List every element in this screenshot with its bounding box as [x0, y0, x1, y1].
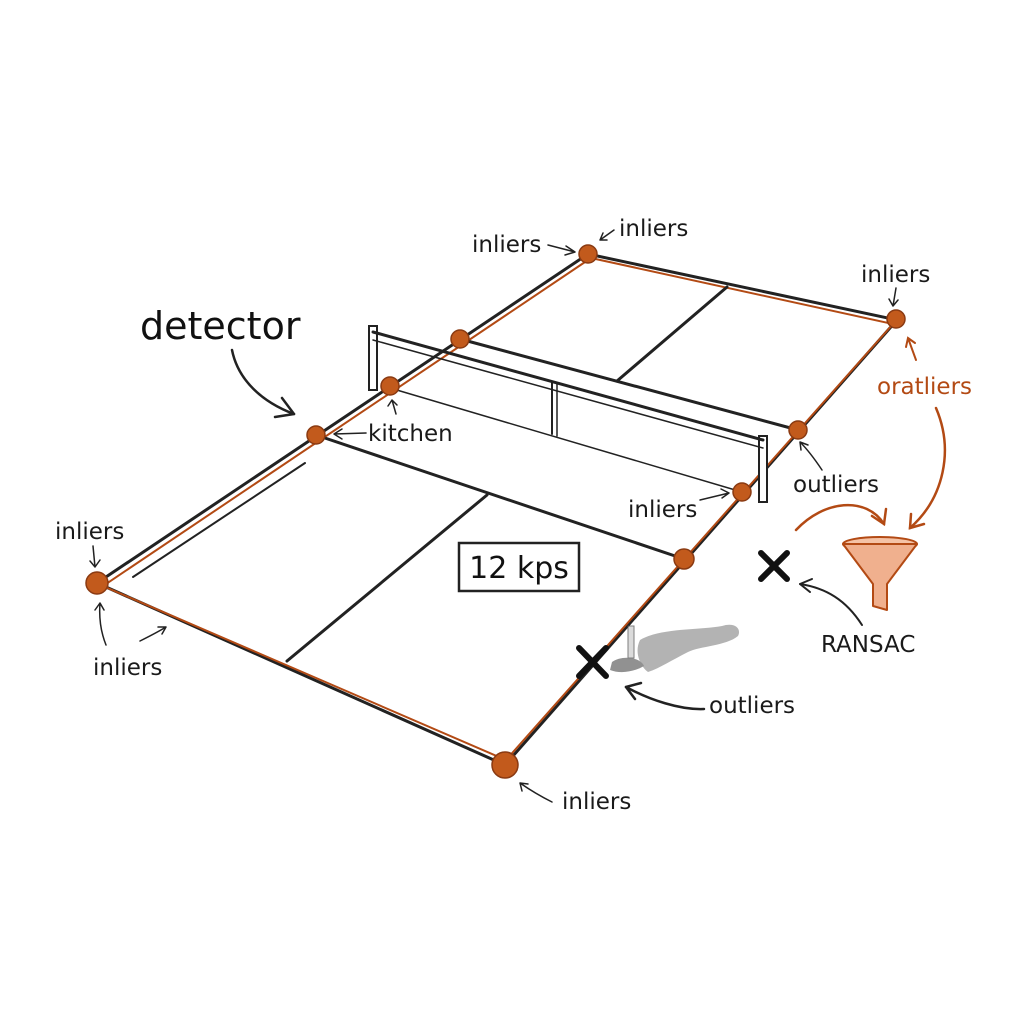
keypoint-far-kitchen-left: [450, 329, 470, 349]
outliers-right-arrow: [799, 441, 823, 471]
near-kitchen-line: [314, 433, 686, 561]
keypoint-far-kitchen-right: [788, 420, 808, 440]
far-kitchen-line: [458, 337, 800, 432]
inliers-middle-arrow: [699, 488, 730, 501]
inner-sideline: [132, 462, 306, 578]
outliers-to-funnel-arrow: [794, 503, 886, 532]
ransac-label: RANSAC: [821, 632, 915, 658]
net-bottom-cord: [389, 387, 743, 493]
inliers-top-right-arrow: [888, 287, 899, 307]
near-center-line: [285, 493, 489, 663]
inliers-top-left-arrow: [547, 244, 576, 256]
outliers-bottom-arrow: [624, 685, 706, 711]
keypoint-near-left-corner: [85, 571, 109, 595]
fps-label: 12 kps: [469, 551, 569, 586]
keypoint-net-right: [732, 482, 752, 502]
inliers-left-bottom-arrow: [94, 602, 107, 646]
keypoint-kitchen-left: [306, 425, 326, 445]
inliers-top-center-arrow: [599, 229, 615, 241]
inliers-label: inliers: [55, 519, 124, 545]
outliers-label: outliers: [793, 472, 879, 498]
labels: detector kitchen inliers inliers inliers…: [55, 216, 972, 815]
net-top-band-inner: [372, 339, 764, 449]
inliers-label: inliers: [93, 655, 162, 681]
fps-box: [457, 541, 581, 593]
oratliers-to-funnel-arrow: [908, 406, 947, 530]
detector-label: detector: [140, 304, 301, 348]
x-mark-icon: [576, 645, 609, 679]
keypoint-near-kitchen-right: [673, 548, 695, 570]
net: [368, 325, 768, 503]
net-top-band: [371, 330, 765, 442]
oratliers-up-arrow: [905, 336, 917, 361]
oratliers-label: oratliers: [877, 374, 972, 400]
net-left-arrow: [387, 399, 398, 415]
net-post-left: [368, 325, 378, 391]
inliers-bottom-arrow: [519, 782, 553, 803]
inliers-label: inliers: [628, 497, 697, 523]
fps-counter: 12 kps: [457, 541, 581, 593]
far-center-line: [615, 285, 729, 383]
x-mark-icon: [758, 550, 790, 582]
inliers-left-bottom-arrow-2: [139, 626, 167, 642]
inliers-label: inliers: [619, 216, 688, 242]
net-post-right: [758, 435, 768, 503]
detector-arrow: [230, 348, 296, 416]
funnel-icon: [842, 536, 918, 611]
player-shadow: [610, 624, 740, 673]
inliers-label: inliers: [562, 789, 631, 815]
inliers-label: inliers: [861, 262, 930, 288]
keypoint-far-right-corner: [886, 309, 906, 329]
ransac-to-outlier-arrow: [799, 583, 863, 626]
outliers-label: outliers: [709, 693, 795, 719]
inliers-label: inliers: [472, 232, 541, 258]
kitchen-label: kitchen: [368, 421, 453, 447]
keypoints: [85, 244, 906, 779]
kitchen-arrow: [333, 428, 367, 440]
annotation-arrows: [89, 229, 947, 803]
keypoint-net-left: [380, 376, 400, 396]
keypoint-near-right-corner: [491, 751, 519, 779]
inliers-left-arrow: [89, 545, 101, 568]
keypoint-far-left-corner: [578, 244, 598, 264]
